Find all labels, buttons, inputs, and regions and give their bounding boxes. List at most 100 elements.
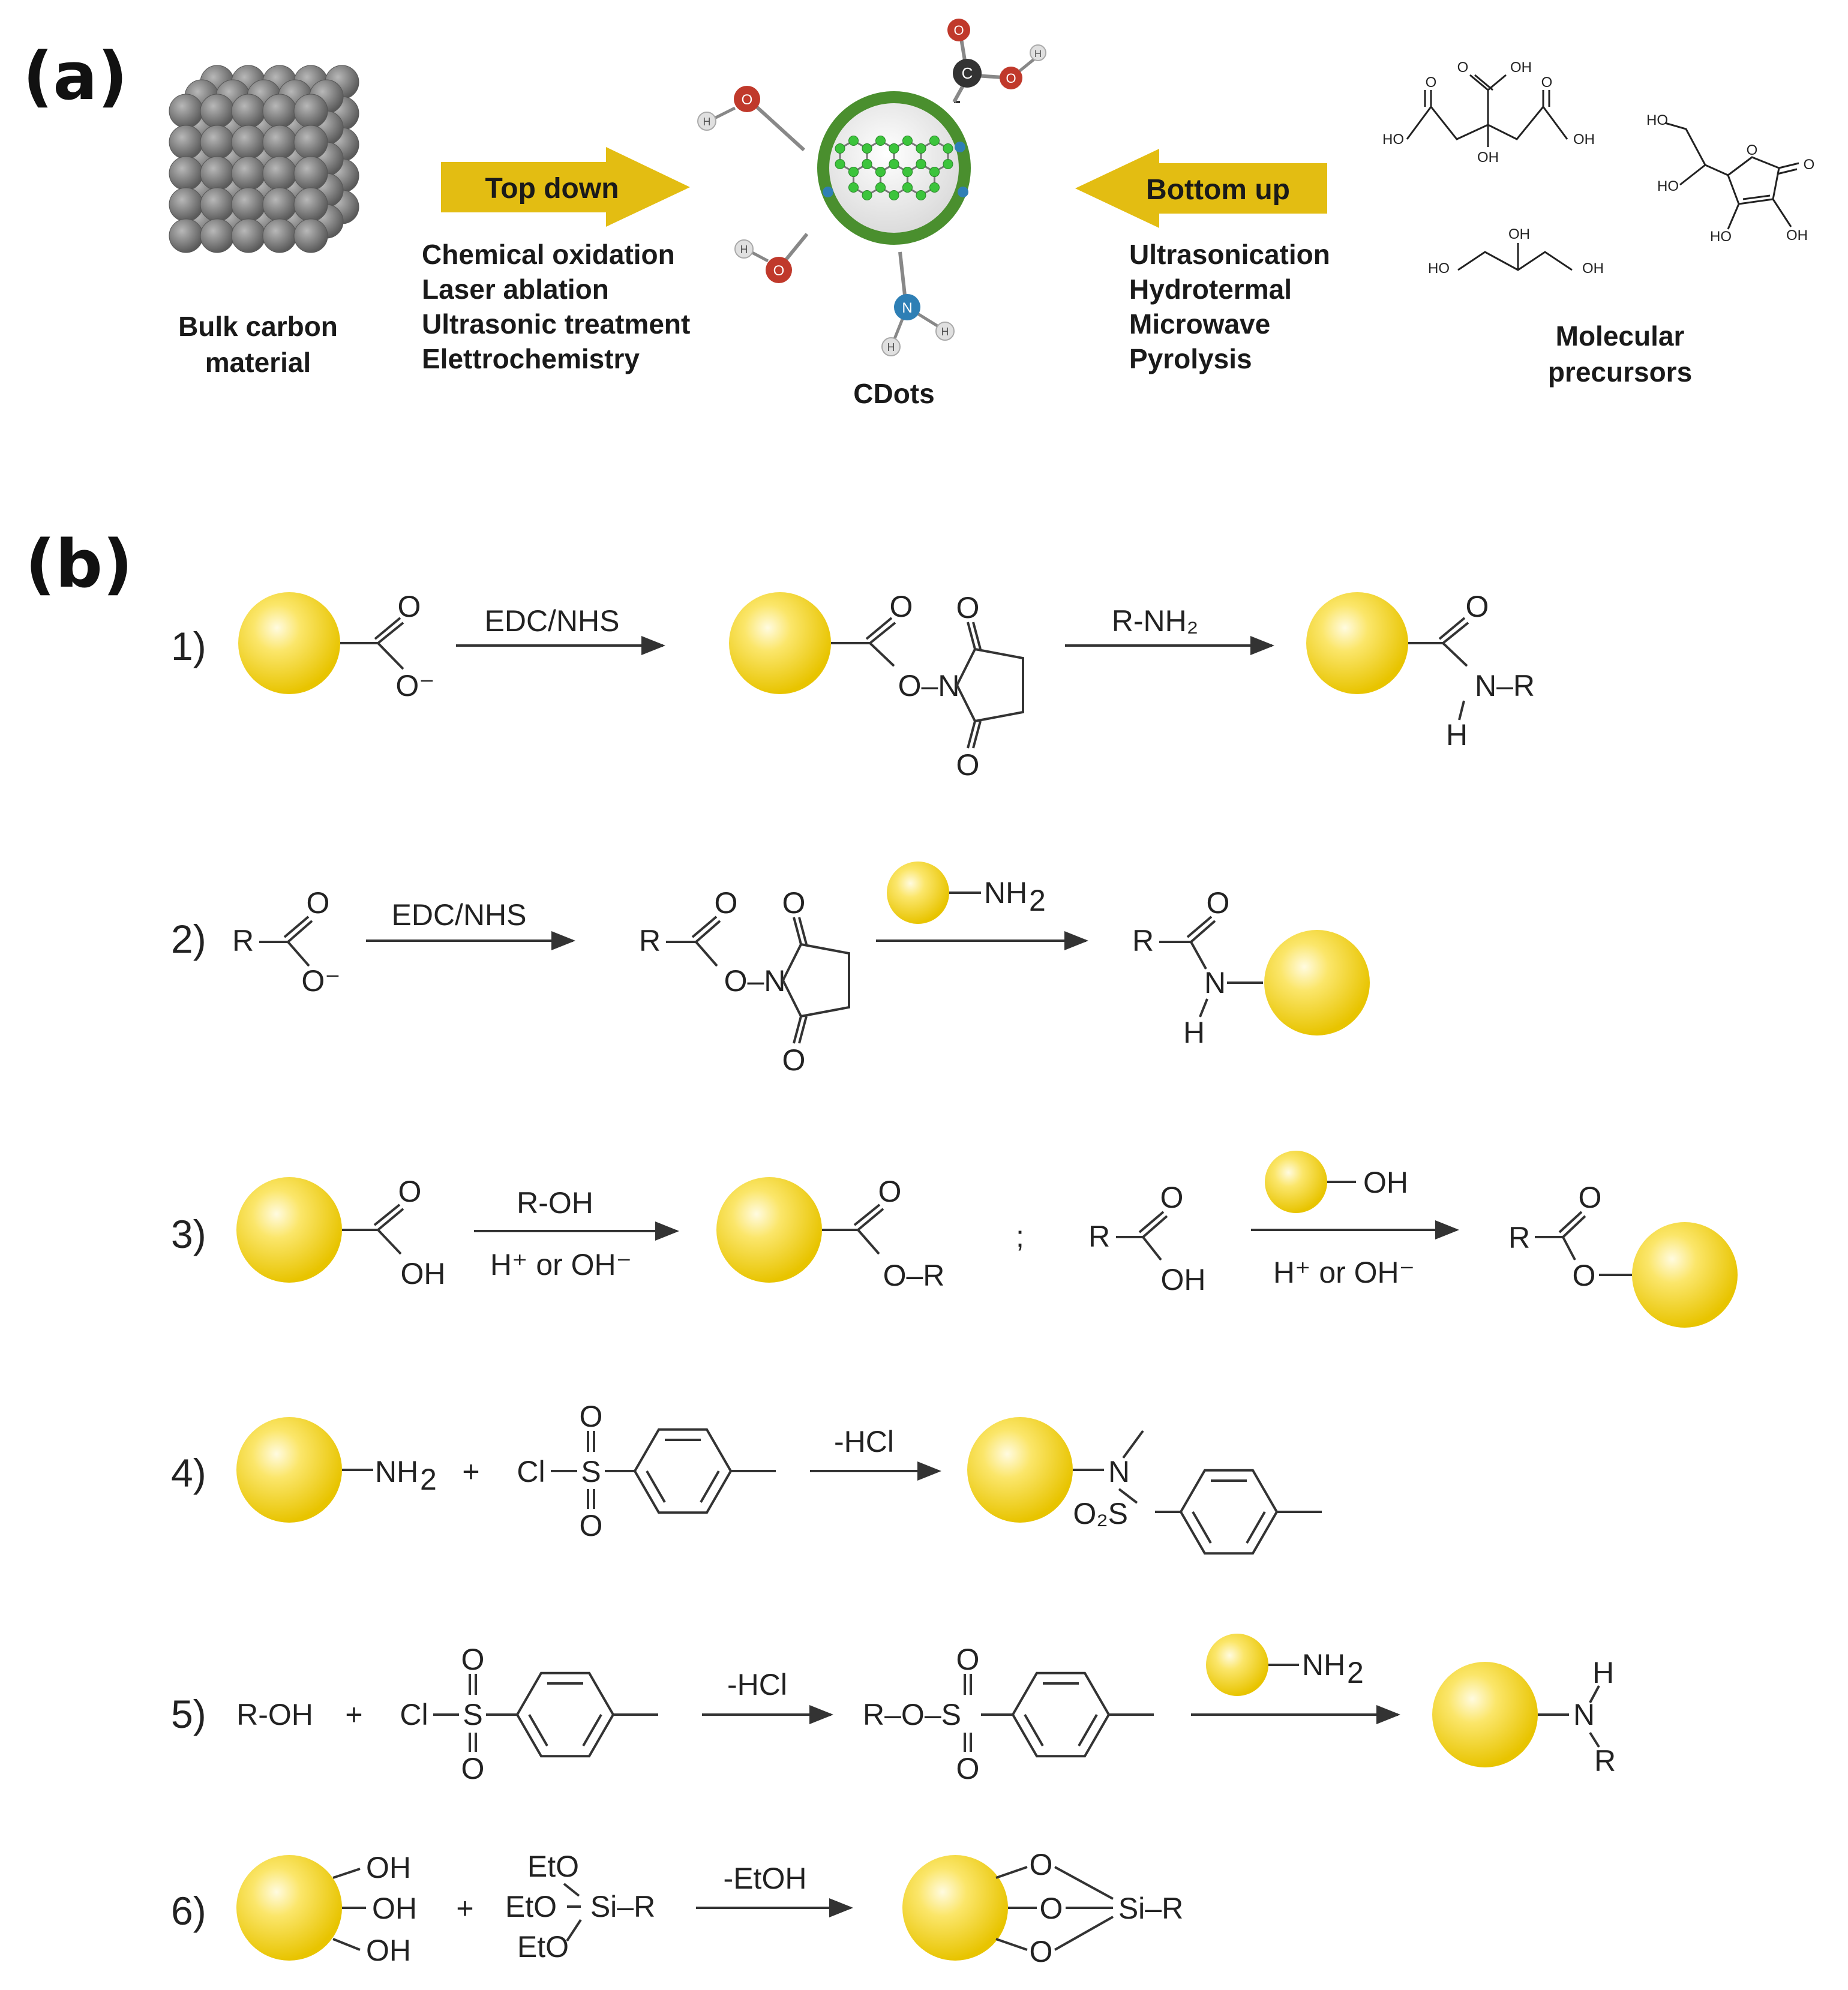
benzene-ring [1179,1469,1322,1555]
carbon-sphere [231,187,266,222]
reaction-row-2: 2) R O O⁻ EDC/NHS R O O–N OO NH 2 R O N … [171,862,1370,1077]
atom-subscript: 2 [1029,884,1046,917]
graphene-atom [875,182,886,193]
plus-sign: + [456,1892,473,1925]
atom-text: R-OH [236,1698,313,1731]
nanoparticle-sphere [1264,930,1370,1035]
nitrogen-atom [823,187,833,197]
ring-double-bond [1078,1714,1098,1746]
atom-text: HO [1657,178,1679,194]
reagent-label: R-OH [517,1186,593,1220]
atom-text: N–R [1475,669,1535,703]
atom-text: O [1030,1848,1053,1881]
carbon-sphere [231,94,266,128]
bulk-label-1: Bulk carbon [178,311,338,342]
ascorbic-acid-structure: HO HO O O HO OH [1646,112,1814,245]
carbon-sphere [231,125,266,160]
nanoparticle-sphere [236,1417,342,1523]
atom-text: HO [1710,229,1732,245]
carbon-sphere [231,156,266,191]
nitrogen-atom [958,187,968,197]
nanoparticle-sphere [967,1417,1073,1523]
hydrogen-atom [697,112,716,131]
atom-text: O–R [883,1259,945,1292]
cdot-illustration: C O O H O H O H N H H [697,19,1046,356]
atom-text: N [1204,966,1226,999]
atom-text: O [1747,142,1758,158]
atom-text: H [1183,1016,1205,1049]
hydrogen-atom-label: H [1034,48,1042,59]
graphene-atom [862,190,872,200]
atom-text: EtO [505,1890,557,1923]
atom-text: O [580,1509,603,1542]
hydrogen-atom [935,322,955,341]
atom-text: O [1541,74,1553,91]
row-number: 5) [171,1692,206,1736]
bottom-up-method-4: Pyrolysis [1129,343,1252,374]
atom-text: Cl [400,1698,428,1731]
graphene-atom [916,143,926,154]
atom-text: N [1108,1455,1130,1488]
atom-text: O [956,591,980,625]
atom-subscript: 2 [420,1463,437,1496]
atom-text: O [1804,157,1815,173]
atom-text: O [1160,1181,1184,1214]
hydrogen-atom-label: H [941,326,949,338]
atom-text: O [715,886,738,920]
carbonyl-bond [793,917,802,945]
atom-text: O⁻ [395,669,434,703]
ring-double-bond [646,1470,666,1503]
oxygen-atom [766,257,792,283]
atom-text: R [1594,1744,1616,1778]
graphene-atom [889,159,899,169]
ring-double-bond [1024,1714,1044,1746]
atom-text: O–N [724,964,786,998]
graphene-atom [916,159,926,169]
bottom-up-method-1: Ultrasonication [1129,239,1330,270]
atom-text: O [1579,1181,1602,1214]
atom-text: O [1457,59,1469,76]
atom-text: OH [1786,227,1808,244]
carbonyl-bond [798,1016,808,1044]
top-down-arrow [441,147,690,227]
carbonyl-bond [972,721,982,749]
carbon-sphere [200,218,235,253]
top-down-method-1: Chemical oxidation [422,239,675,270]
benzene-ring [515,1671,658,1758]
oxygen-atom [947,19,970,41]
atom-subscript: 2 [1347,1656,1364,1689]
carbon-sphere [293,125,328,160]
reaction-row-4: 4) NH 2 + Cl S O O -HCl N O₂S [171,1400,1322,1555]
reagent-label: H⁺ or OH⁻ [490,1248,632,1281]
atom-text: O [956,1752,980,1785]
plus-sign: + [345,1698,362,1731]
graphene-atom [862,143,872,154]
carbonyl-bond [967,622,976,650]
carbon-sphere [262,94,297,128]
atom-text: N [1573,1698,1595,1731]
atom-text: O [398,590,421,623]
top-down-label: Top down [485,173,619,205]
graphene-atom [943,159,953,169]
hydrogen-atom-label: H [887,341,895,353]
graphene-atom [835,159,845,169]
nanoparticle-sphere [902,1855,1008,1961]
atom-text: HO [1428,260,1450,277]
atom-text: O [1207,886,1230,920]
carbon-atom-label: C [962,64,973,82]
atom-text: Si–R [1118,1892,1183,1925]
nanoparticle-sphere [238,592,340,694]
atom-text: R–O–S [863,1698,961,1731]
ring-double-bond [1192,1511,1212,1544]
atom-text: O [461,1643,485,1676]
carbon-sphere [200,156,235,191]
atom-text: S [581,1455,601,1488]
atom-text: O [1466,590,1489,623]
graphene-atom [889,190,899,200]
ring-bond [515,1671,615,1758]
oxygen-atom-label: O [773,263,785,279]
oxygen-atom-label: O [742,92,753,108]
hydrogen-atom [881,337,901,356]
atom-text: NH [1302,1648,1345,1682]
